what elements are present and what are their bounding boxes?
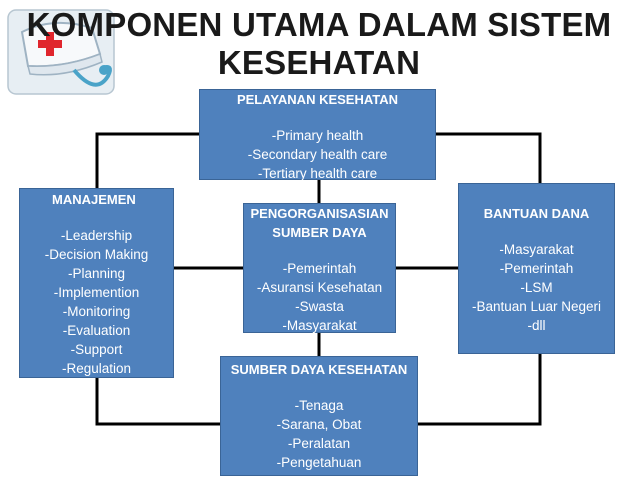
- list-item: -Swasta: [295, 299, 344, 314]
- list-item: -Regulation: [61, 361, 132, 376]
- list-item: -Implemention: [53, 285, 140, 300]
- box-pelayanan-kesehatan: PELAYANAN KESEHATAN -Primary health -Sec…: [199, 89, 436, 181]
- list-item: -Masyarakat: [282, 318, 357, 333]
- list-item: -Peralatan: [287, 436, 351, 451]
- list-item: -Asuransi Kesehatan: [256, 280, 383, 295]
- box-heading: PELAYANAN KESEHATAN: [236, 92, 399, 107]
- list-item: -Pemerintah: [282, 261, 357, 276]
- list-item: -Sarana, Obat: [276, 417, 362, 432]
- nurse-cap-icon: [7, 9, 115, 95]
- page-title: KOMPONEN UTAMA DALAM SISTEM KESEHATAN: [0, 6, 638, 82]
- box-bantuan-dana: BANTUAN DANA -Masyarakat -Pemerintah -LS…: [458, 183, 615, 354]
- list-item: -Tertiary health care: [257, 166, 378, 181]
- list-item: -Tenaga: [294, 398, 344, 413]
- list-item: -Planning: [67, 266, 126, 281]
- box-heading: SUMBER DAYA KESEHATAN: [230, 362, 408, 377]
- list-item: -Support: [70, 342, 123, 357]
- box-sumber-daya-kesehatan: SUMBER DAYA KESEHATAN -Tenaga -Sarana, O…: [220, 356, 418, 476]
- list-item: -Evaluation: [62, 323, 131, 338]
- box-heading-line-1: PENGORGANISASIAN: [250, 206, 389, 221]
- list-item: -dll: [527, 318, 546, 333]
- title-line-2: KESEHATAN: [217, 44, 421, 81]
- list-item: -LSM: [520, 280, 553, 295]
- list-item: -Decision Making: [44, 247, 149, 262]
- list-item: -Pengetahuan: [276, 455, 362, 470]
- list-item: -Secondary health care: [247, 147, 388, 162]
- list-item: -Masyarakat: [499, 242, 574, 257]
- box-manajemen: MANAJEMEN -Leadership -Decision Making -…: [19, 188, 174, 378]
- list-item: -Primary health: [271, 128, 364, 143]
- box-heading-line-2: SUMBER DAYA: [272, 225, 367, 240]
- list-item: -Monitoring: [62, 304, 131, 319]
- box-heading: MANAJEMEN: [52, 192, 136, 207]
- title-line-1: KOMPONEN UTAMA DALAM SISTEM: [26, 6, 612, 43]
- list-item: -Leadership: [60, 228, 133, 243]
- list-item: -Pemerintah: [499, 261, 574, 276]
- box-pengorganisasian-sumber-daya: PENGORGANISASIAN SUMBER DAYA -Pemerintah…: [243, 203, 396, 333]
- nurse-cap-logo: [4, 6, 120, 105]
- box-heading: BANTUAN DANA: [483, 206, 590, 221]
- list-item: -Bantuan Luar Negeri: [471, 299, 602, 314]
